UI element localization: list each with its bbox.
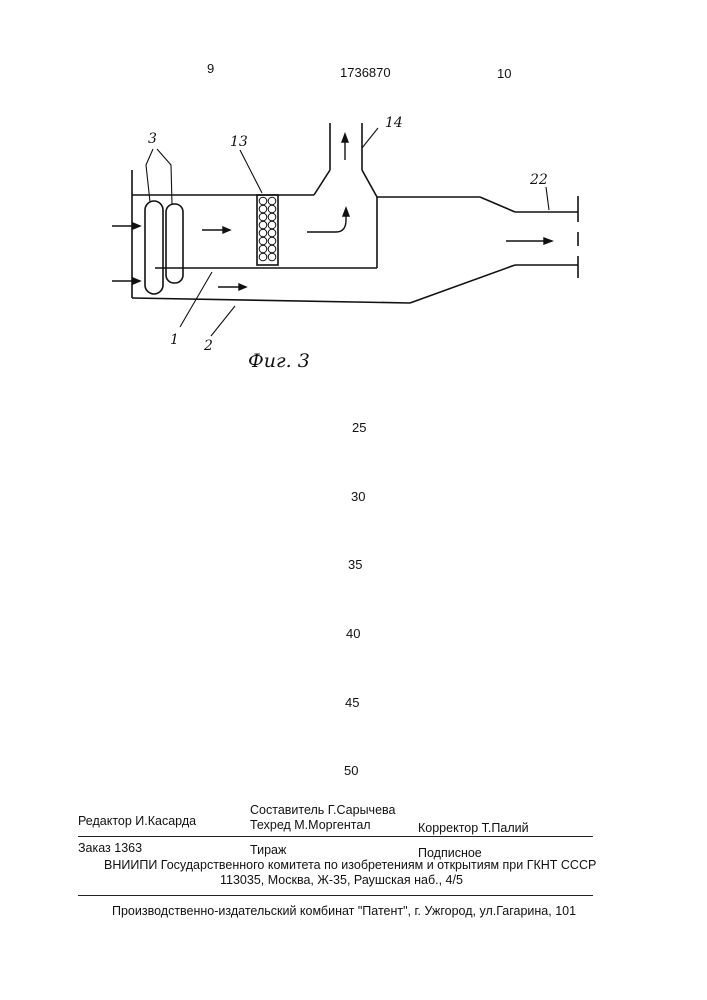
technical-drawing-fig3: 3 13 14 22 1 2 Фиг. 3: [0, 0, 707, 400]
margin-number-30: 30: [351, 489, 365, 504]
label-3: 3: [148, 131, 157, 147]
filter-pellets: [259, 197, 276, 261]
figure-caption: Фиг. 3: [248, 350, 310, 372]
leader-3-a: [146, 149, 153, 202]
imprint-address: 113035, Москва, Ж-35, Раушская наб., 4/5: [220, 873, 463, 887]
leader-14: [362, 128, 378, 148]
label-22: 22: [529, 172, 548, 188]
margin-number-50: 50: [344, 763, 358, 778]
imprint-techred: Техред М.Моргентал: [250, 818, 371, 832]
margin-number-45: 45: [345, 695, 359, 710]
nozzle-bottom-taper: [410, 265, 515, 303]
imprint-corrector: Корректор Т.Палий: [418, 821, 529, 835]
outlet-pipe-right-flare: [362, 170, 377, 197]
imprint-rule-top: [78, 836, 593, 837]
nozzle-top-taper: [480, 197, 515, 212]
leader-2: [211, 306, 235, 336]
margin-number-25: 25: [352, 420, 366, 435]
imprint-printer: Производственно-издательский комбинат "П…: [112, 904, 576, 918]
heat-exchanger-tube-right: [166, 204, 183, 283]
label-1: 1: [170, 332, 179, 348]
imprint-institute: ВНИИПИ Государственного комитета по изоб…: [104, 858, 596, 872]
heat-exchanger-tube-left: [145, 201, 163, 294]
label-14: 14: [385, 115, 403, 131]
outlet-pipe-left-flare: [314, 170, 330, 195]
label-2: 2: [203, 338, 213, 354]
margin-number-40: 40: [346, 626, 360, 641]
leader-13: [240, 150, 262, 193]
imprint-rule-bottom: [78, 895, 593, 896]
margin-number-35: 35: [348, 557, 362, 572]
outer-duct-bottom-wall: [132, 298, 410, 303]
imprint-circulation: Тираж: [250, 843, 286, 857]
flow-arrow-turning-up: [307, 212, 346, 232]
imprint-compiler: Составитель Г.Сарычева: [250, 803, 395, 817]
imprint-order: Заказ 1363: [78, 841, 142, 855]
leader-22: [546, 187, 549, 210]
label-13: 13: [230, 134, 248, 150]
imprint-editor: Редактор И.Касарда: [78, 814, 196, 828]
